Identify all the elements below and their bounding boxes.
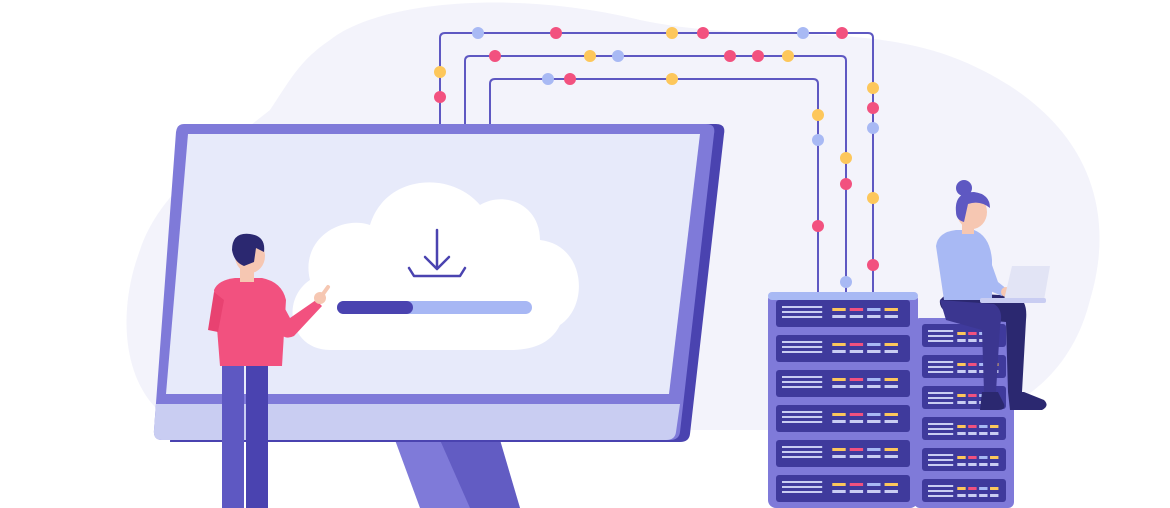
server-unit	[922, 417, 1006, 440]
data-packet	[564, 73, 576, 85]
server-unit	[776, 300, 910, 327]
data-packet	[724, 50, 736, 62]
data-cables	[439, 32, 874, 300]
data-packet	[472, 27, 484, 39]
laptop-icon	[980, 266, 1050, 303]
data-packet	[812, 109, 824, 121]
data-packet	[867, 122, 879, 134]
download-progress-bar	[337, 301, 532, 314]
server-unit	[776, 475, 910, 502]
data-packet	[584, 50, 596, 62]
server-unit	[776, 370, 910, 397]
data-packet	[797, 27, 809, 39]
data-packet	[550, 27, 562, 39]
data-packet	[434, 66, 446, 78]
data-packet	[812, 134, 824, 146]
server-unit	[776, 440, 910, 467]
data-packet	[542, 73, 554, 85]
data-packets	[434, 27, 879, 288]
data-packet	[666, 73, 678, 85]
data-packet	[867, 259, 879, 271]
data-packet	[840, 152, 852, 164]
woman-figure	[936, 180, 1050, 410]
data-packet	[840, 276, 852, 288]
server-unit	[922, 448, 1006, 471]
man-figure	[208, 233, 330, 508]
server-rack-left	[768, 292, 918, 508]
data-packet	[782, 50, 794, 62]
data-packet	[612, 50, 624, 62]
data-packet	[697, 27, 709, 39]
server-unit	[776, 405, 910, 432]
server-unit	[776, 335, 910, 362]
data-packet	[489, 50, 501, 62]
download-arrow-icon	[407, 228, 467, 278]
data-packet	[812, 220, 824, 232]
data-packet	[867, 82, 879, 94]
data-packet	[666, 27, 678, 39]
data-packet	[867, 102, 879, 114]
data-packet	[752, 50, 764, 62]
data-packet	[867, 192, 879, 204]
data-packet	[434, 91, 446, 103]
server-unit	[922, 479, 1006, 502]
data-packet	[840, 178, 852, 190]
server-rack-right	[914, 318, 1014, 508]
data-packet	[836, 27, 848, 39]
